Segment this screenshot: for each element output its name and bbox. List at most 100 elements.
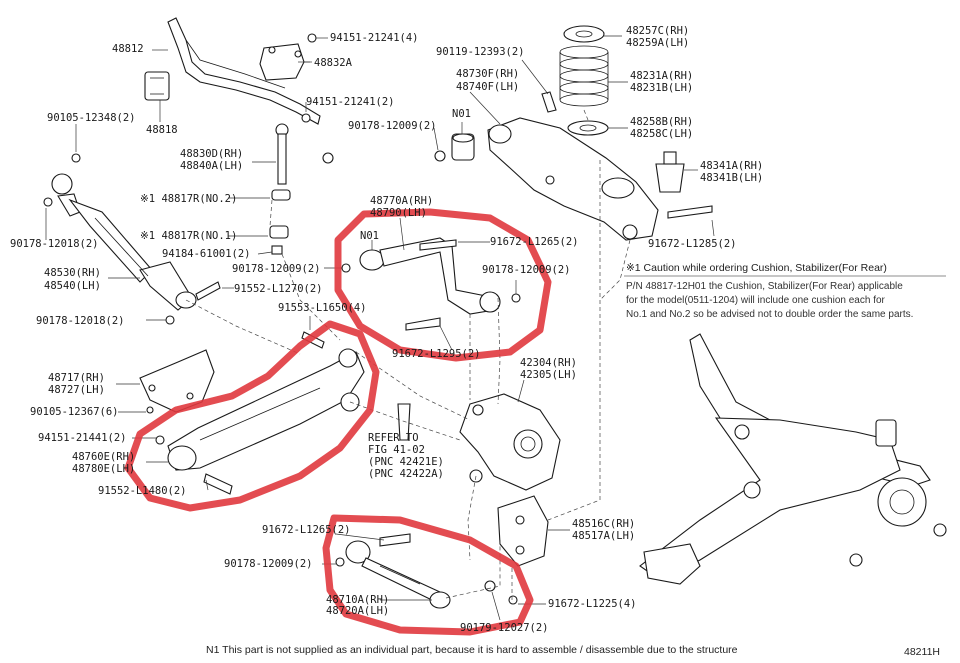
label-48760E: 48760E(RH)	[72, 451, 136, 463]
label-42305: 42305(LH)	[520, 369, 577, 381]
label-91553-L1650: 91553-L1650(4)	[278, 302, 367, 314]
nut-90178-12009-left	[341, 263, 351, 273]
label-90105-12348: 90105-12348(2)	[47, 112, 136, 124]
caution-line-3: No.1 and No.2 so be advised not to doubl…	[626, 309, 914, 320]
label-91552-L1270: 91552-L1270(2)	[234, 283, 323, 295]
label-48517A: 48517A(LH)	[572, 530, 636, 542]
label-48257C: 48257C(RH)	[626, 25, 690, 37]
label-n01-arm: N01	[452, 108, 471, 120]
stabilizer-link	[269, 123, 291, 255]
label-90178-12018-bot: 90178-12018(2)	[36, 315, 125, 327]
bolt-90119-12393	[541, 91, 557, 113]
label-48817R-no1: ※1 48817R(NO.1)	[140, 230, 238, 242]
label-48258C: 48258C(LH)	[630, 128, 694, 140]
label-90179-12027: 90179-12027(2)	[460, 622, 549, 634]
label-48740F: 48740F(LH)	[456, 81, 520, 93]
label-94151-21241-2: 94151-21241(2)	[306, 96, 395, 108]
label-48258B: 48258B(RH)	[630, 116, 694, 128]
refer-line-1: REFER TO	[368, 432, 419, 444]
label-48830D: 48830D(RH)	[180, 148, 244, 160]
caution-title: ※1 Caution while ordering Cushion, Stabi…	[626, 262, 887, 274]
label-48832A: 48832A	[314, 57, 352, 69]
label-48817R-no2: ※1 48817R(NO.2)	[140, 193, 238, 205]
label-48730F: 48730F(RH)	[456, 68, 520, 80]
lower-control-arm	[487, 117, 659, 241]
label-48790: 48790(LH)	[370, 207, 427, 219]
figure-id: 48211H	[904, 646, 941, 658]
bolt-91672-L1265-upper	[419, 239, 457, 251]
label-48812: 48812	[112, 43, 144, 55]
label-48231B: 48231B(LH)	[630, 82, 694, 94]
label-94184-61001: 94184-61001(2)	[162, 248, 251, 260]
label-91672-L1285: 91672-L1285(2)	[648, 238, 737, 250]
label-n01-upper: N01	[360, 230, 379, 242]
bump-stopper	[655, 151, 685, 193]
arm-bracket	[139, 349, 215, 414]
label-94151-21441: 94151-21441(2)	[38, 432, 127, 444]
label-48770A: 48770A(RH)	[370, 195, 434, 207]
label-90119-12393: 90119-12393(2)	[436, 46, 525, 58]
label-48717: 48717(RH)	[48, 372, 105, 384]
bolt-91672-L1295	[405, 317, 441, 331]
trailing-arm	[167, 348, 365, 471]
coil-spring-insulator-bottom	[567, 120, 609, 136]
toe-control-rod	[345, 540, 451, 609]
bolt-90105-12348	[71, 153, 81, 163]
label-90178-12009-arm: 90178-12009(2)	[348, 120, 437, 132]
stabilizer-bar	[167, 17, 321, 125]
label-48818: 48818	[146, 124, 178, 136]
nut-90178-12009-lower	[335, 557, 345, 567]
highlight-markups	[124, 208, 552, 636]
label-48259A: 48259A(LH)	[626, 37, 690, 49]
label-90178-12009-lower: 90178-12009(2)	[224, 558, 313, 570]
nut-90178-12009-upper	[511, 293, 521, 303]
label-91672-L1225: 91672-L1225(4)	[548, 598, 637, 610]
label-91672-L1265-lower: 91672-L1265(2)	[262, 524, 351, 536]
label-42304: 42304(RH)	[520, 357, 577, 369]
label-94151-21241-4: 94151-21241(4)	[330, 32, 419, 44]
label-91552-L1480: 91552-L1480(2)	[98, 485, 187, 497]
bolt-91672-L1265-lower	[379, 533, 411, 547]
label-91672-L1265-upper: 91672-L1265(2)	[490, 236, 579, 248]
nut-90178-12018-top	[43, 197, 53, 207]
label-48710A: 48710A(RH)	[326, 594, 390, 606]
refer-line-4: (PNC 42422A)	[368, 468, 444, 480]
nut-stab-link	[322, 152, 334, 164]
footer-note: N1 This part is not supplied as an indiv…	[206, 644, 738, 656]
nut-94151-mid	[301, 113, 311, 123]
label-48720A: 48720A(LH)	[326, 605, 390, 617]
bolt-91552-L1480	[203, 473, 233, 495]
nut-94151-21441	[155, 435, 165, 445]
label-48727: 48727(LH)	[48, 384, 105, 396]
caution-line-2: for the model(0511-1204) will include on…	[626, 295, 885, 306]
nut-90178-12018-bot	[165, 315, 175, 325]
arm-bushing-n01	[451, 133, 475, 161]
label-90105-12367: 90105-12367(6)	[30, 406, 119, 418]
toe-control-bracket	[497, 495, 549, 567]
nut-90179-12027	[484, 580, 496, 592]
label-90178-12009-left: 90178-12009(2)	[232, 263, 321, 275]
coil-spring	[559, 45, 609, 107]
label-48780E: 48780E(LH)	[72, 463, 136, 475]
label-48341B: 48341B(LH)	[700, 172, 764, 184]
refer-line-3: (PNC 42421E)	[368, 456, 444, 468]
stabilizer-bushing	[144, 71, 170, 101]
refer-line-2: FIG 41-02	[368, 444, 425, 456]
label-48840A: 48840A(LH)	[180, 160, 244, 172]
bolt-91552-L1270	[195, 281, 221, 301]
label-48530: 48530(RH)	[44, 267, 101, 279]
suspension-assembly-view	[639, 333, 947, 585]
bolt-91672-L1285	[667, 205, 713, 219]
label-91672-L1295: 91672-L1295(2)	[392, 348, 481, 360]
label-48540: 48540(LH)	[44, 280, 101, 292]
bolt-94151-top	[307, 33, 317, 43]
bolt-knuckle	[397, 403, 411, 441]
label-90178-12018-top: 90178-12018(2)	[10, 238, 99, 250]
nut-90178-12009-arm	[434, 150, 446, 162]
bolt-91672-L1225	[508, 595, 518, 605]
label-90178-12009-upper: 90178-12009(2)	[482, 264, 571, 276]
coil-spring-insulator-top	[563, 25, 605, 43]
caution-line-1: P/N 48817-12H01 the Cushion, Stabilizer(…	[626, 281, 903, 292]
